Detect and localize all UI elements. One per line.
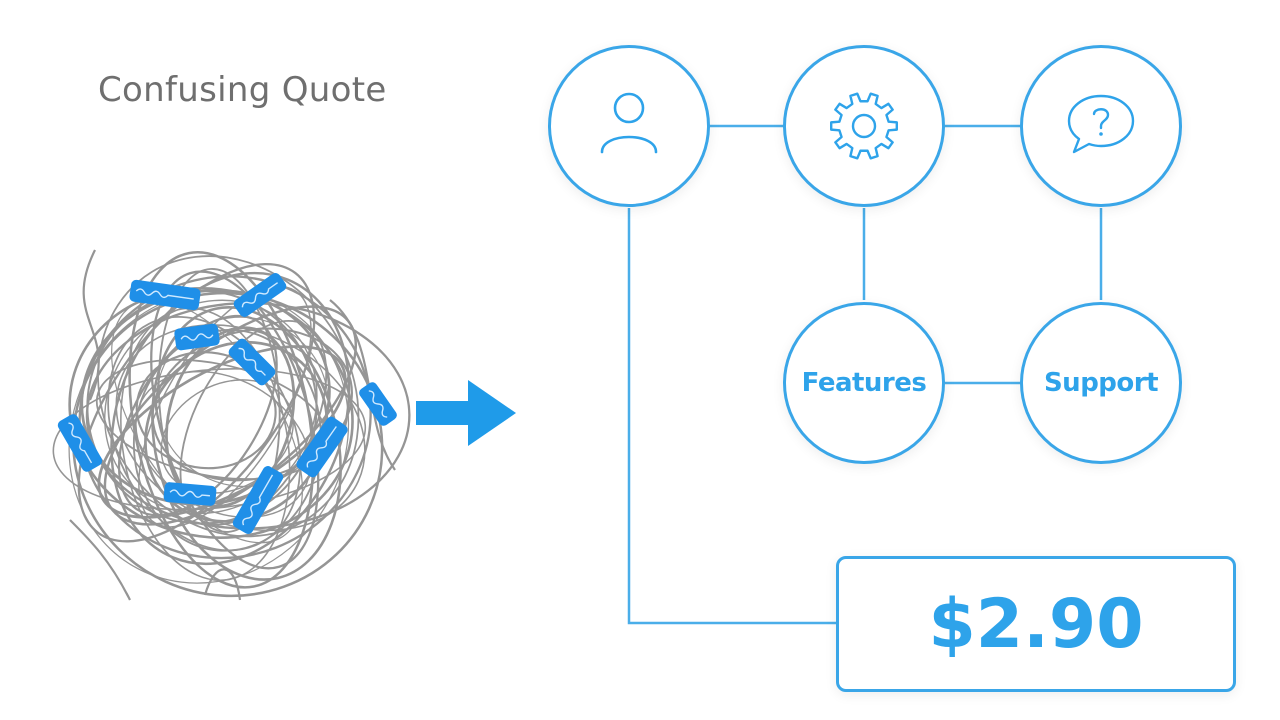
tangle-strand	[329, 299, 396, 471]
support-node: Support	[1020, 302, 1182, 464]
tangle-loop	[77, 262, 316, 543]
tangle-loop	[110, 271, 351, 566]
gear-icon	[830, 92, 898, 160]
tangle-tag	[57, 414, 103, 472]
help-node	[1020, 45, 1182, 207]
price-value: $2.90	[928, 584, 1144, 664]
tangle-loop	[157, 268, 281, 533]
features-label: Features	[801, 368, 927, 398]
tangle-loop	[52, 368, 367, 511]
settings-node	[783, 45, 945, 207]
tangle-strand	[69, 519, 131, 601]
tangle-loop	[117, 314, 278, 517]
price-box: $2.90	[836, 556, 1236, 692]
user-icon	[600, 92, 658, 154]
gear-outline	[830, 92, 898, 160]
tangle-loop	[97, 345, 347, 519]
tangle-tag	[163, 482, 217, 506]
tangle-tag	[296, 416, 348, 478]
tangle-tag	[359, 382, 397, 426]
page-title: Confusing Quote	[98, 70, 387, 110]
tangle-tag	[233, 272, 287, 318]
tangle-loop	[160, 379, 294, 494]
features-node: Features	[783, 302, 945, 464]
tangle-strand	[82, 249, 100, 401]
support-label: Support	[1043, 368, 1159, 398]
tangle-tag	[129, 279, 201, 311]
tangle-tags	[57, 272, 397, 534]
tangle-tag	[232, 466, 284, 534]
tangle-loop	[150, 270, 320, 570]
tangle-tag	[174, 323, 220, 351]
tangle-loop	[135, 351, 277, 470]
arrow-right-icon	[416, 380, 516, 446]
connector-lines	[627, 124, 1103, 625]
user-node	[548, 45, 710, 207]
tangle-strand	[203, 568, 242, 601]
question-chat-icon	[1067, 94, 1135, 154]
tangle-loop	[104, 299, 318, 515]
tangle-tag	[228, 338, 276, 386]
